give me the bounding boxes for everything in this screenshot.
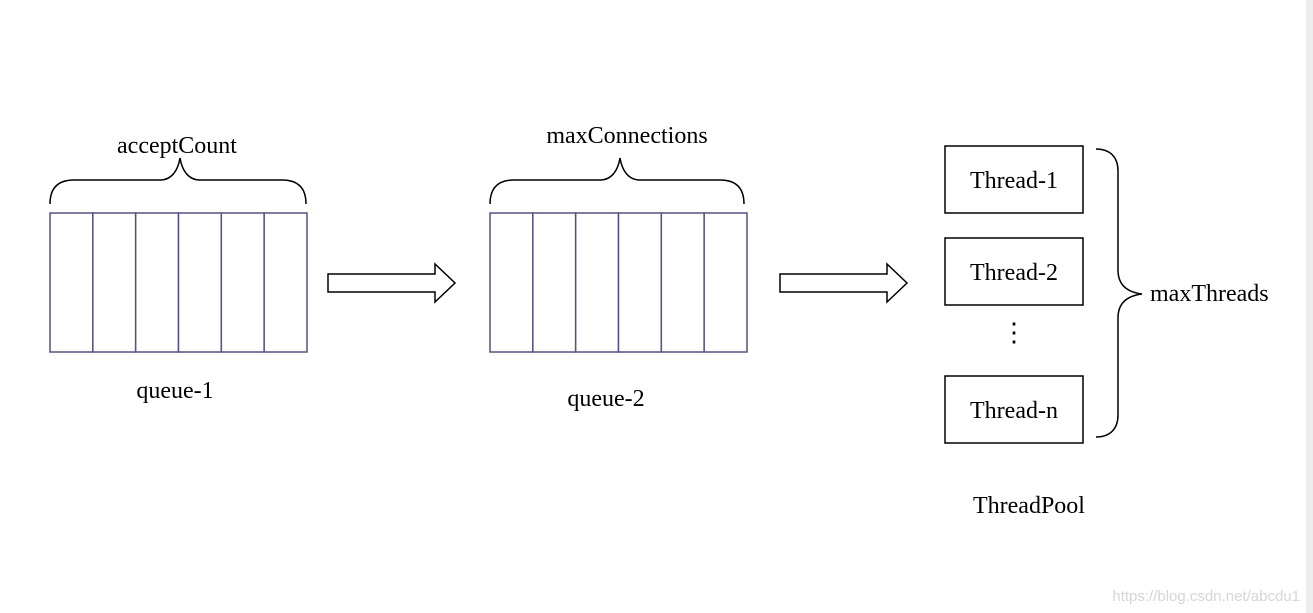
thread-box: Thread-2	[944, 237, 1084, 306]
arrow-queue2-to-threadpool	[779, 262, 909, 304]
queue-slot	[49, 212, 94, 353]
ellipsis-mark: ⋮	[1001, 318, 1027, 347]
queue-slot	[703, 212, 748, 353]
queue-slot	[263, 212, 308, 353]
max-connections-label: maxConnections	[546, 123, 707, 149]
thread-box-label: Thread-2	[970, 260, 1058, 286]
queue-slot	[134, 212, 180, 353]
queue-slot	[532, 212, 577, 353]
queue-slot	[92, 212, 137, 353]
queue-2-slots	[489, 212, 748, 353]
right-edge-band	[1306, 0, 1313, 613]
accept-count-label: acceptCount	[117, 133, 237, 159]
max-threads-label: maxThreads	[1150, 281, 1269, 307]
max-connections-brace	[489, 157, 745, 205]
thread-pool-caption: ThreadPool	[973, 493, 1085, 519]
thread-box: Thread-1	[944, 145, 1084, 214]
watermark-text: https://blog.csdn.net/abcdu1	[1112, 588, 1300, 605]
max-threads-brace	[1095, 148, 1143, 438]
thread-box-label: Thread-1	[970, 168, 1058, 194]
thread-box-label: Thread-n	[970, 398, 1058, 424]
queue-slot	[617, 212, 663, 353]
queue-slot	[177, 212, 223, 353]
thread-pool-group: Thread-1 Thread-2 ⋮ Thread-n maxThreads …	[944, 145, 1269, 519]
queue-slot	[660, 212, 705, 353]
queue-slot	[574, 212, 620, 353]
arrow-queue1-to-queue2	[327, 262, 457, 304]
queue-2-caption: queue-2	[567, 386, 644, 412]
queue-2-group: maxConnections queue-2	[489, 123, 748, 412]
thread-box: Thread-n	[944, 375, 1084, 444]
queue-slot	[489, 212, 534, 353]
queue-1-group: acceptCount queue-1	[49, 133, 308, 404]
queue-1-caption: queue-1	[136, 378, 213, 404]
queue-1-slots	[49, 212, 308, 353]
accept-count-brace	[49, 157, 307, 205]
queue-slot	[220, 212, 265, 353]
